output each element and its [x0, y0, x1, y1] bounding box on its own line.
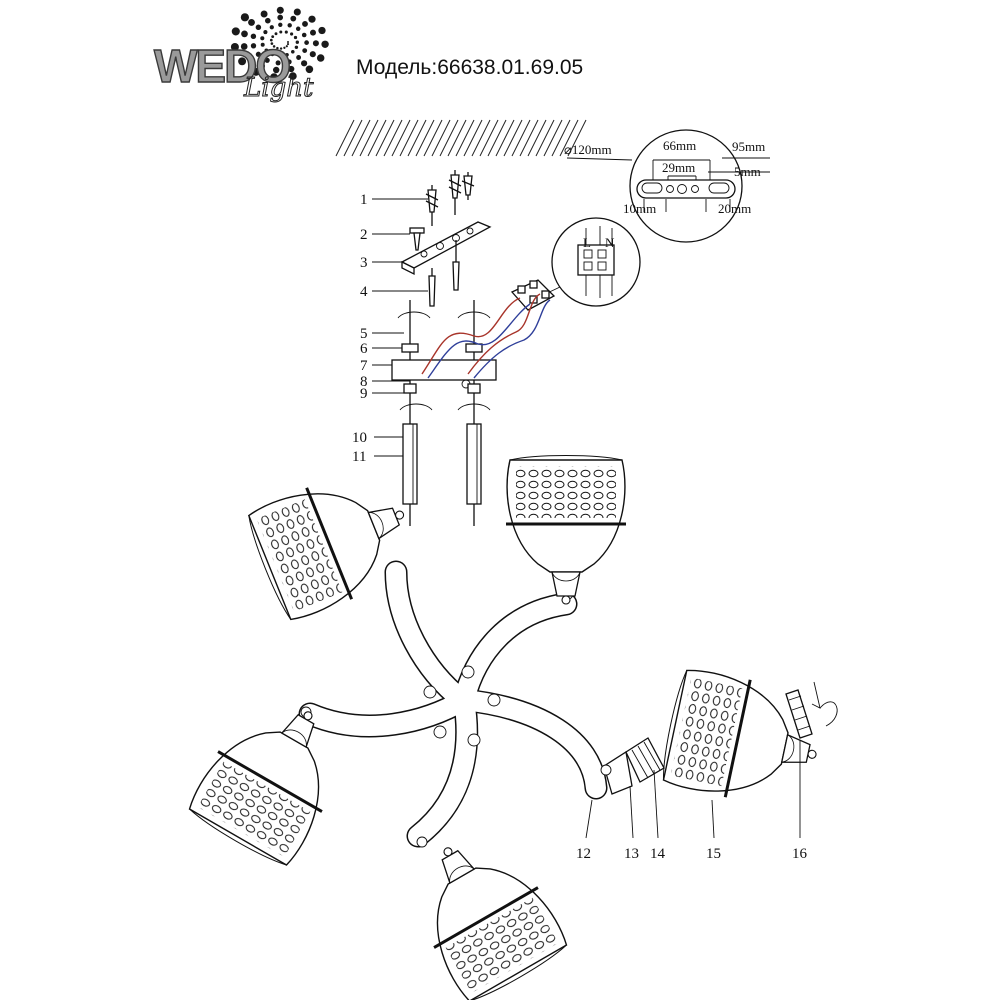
- leader-lines-lower: [585, 740, 801, 839]
- long-screws: [428, 240, 460, 307]
- part-number-6: 6: [360, 341, 368, 357]
- part-number-11: 11: [352, 449, 366, 465]
- part-number-labels: 1 2 3 4 5 6 7 8 9 10 11 12 13 14 15 16: [352, 192, 808, 862]
- part-number-9: 9: [360, 386, 368, 402]
- dim-66: 66mm: [663, 138, 696, 153]
- part-number-8: 8: [360, 374, 368, 390]
- terminal-label-live: L: [583, 235, 591, 250]
- leader-lines: [372, 198, 428, 457]
- chandelier-frame: [298, 560, 608, 848]
- shade-top: [504, 454, 628, 606]
- dim-10: 10mm: [623, 201, 656, 216]
- bracket-detail-callout: ⌀120mm 66mm 29mm 95mm 5mm 10mm 20mm: [564, 129, 770, 243]
- part-number-5: 5: [360, 326, 368, 342]
- wall-plug-screw-left: [425, 185, 439, 226]
- logo-script: Light: [243, 73, 314, 103]
- logo-wordmark: WEDO: [154, 40, 289, 92]
- part-number-14: 14: [650, 846, 666, 862]
- wall-plug-screw-mid: [448, 170, 462, 215]
- part-number-12: 12: [576, 846, 591, 862]
- part-number-2: 2: [360, 227, 368, 243]
- dim-20: 20mm: [718, 201, 751, 216]
- shade-ring-nut: [785, 689, 813, 739]
- part-number-4: 4: [360, 284, 368, 300]
- ceiling-hatch: [335, 119, 587, 157]
- mounting-hardware: [391, 170, 556, 526]
- model-number: Модель:66638.01.69.05: [356, 56, 583, 79]
- part-number-13: 13: [624, 846, 639, 862]
- dim-29: 29mm: [662, 160, 695, 175]
- terminal-block: [510, 279, 556, 311]
- decorative-tubes: [402, 423, 482, 505]
- glass-shades: [182, 454, 830, 1000]
- terminal-detail-callout: L N: [540, 217, 641, 307]
- part-number-3: 3: [360, 255, 368, 271]
- mounting-bracket: [400, 221, 492, 276]
- dim-diameter: ⌀120mm: [564, 142, 612, 157]
- bracket-screw: [409, 227, 425, 251]
- wall-plug-screw-right: [461, 172, 475, 200]
- part-number-7: 7: [360, 358, 368, 374]
- terminal-label-neutral: N: [605, 235, 615, 250]
- part-number-1: 1: [360, 192, 368, 208]
- shade-right-exploded: [656, 664, 830, 816]
- brand-logo: WEDO Light: [153, 6, 329, 104]
- part-number-15: 15: [706, 846, 721, 862]
- socket-assembly: [600, 681, 838, 795]
- part-number-16: 16: [792, 846, 808, 862]
- dim-5: 5mm: [734, 164, 761, 179]
- part-number-10: 10: [352, 430, 367, 446]
- logo-swirl-icon: [230, 6, 329, 81]
- dim-95: 95mm: [732, 139, 765, 154]
- lamp-socket: [625, 737, 665, 783]
